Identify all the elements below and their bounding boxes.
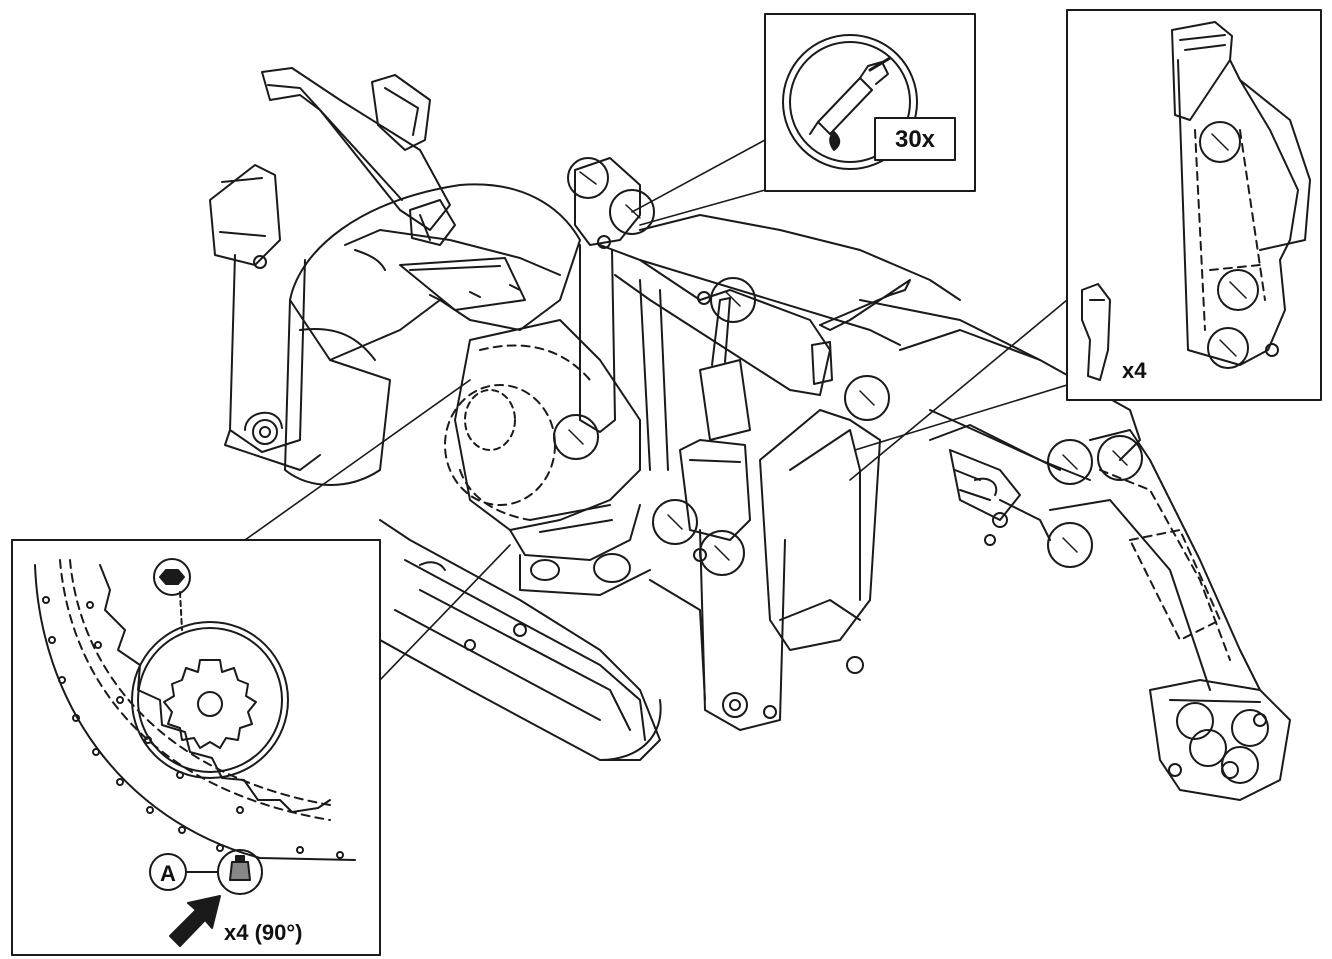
grease-point-circle <box>1048 440 1092 484</box>
grease-count-label: 30x <box>895 126 936 153</box>
hydraulic-cylinder <box>640 280 750 470</box>
grease-point-circle <box>568 158 608 198</box>
callout-leaders <box>245 140 1067 680</box>
marker-a: A <box>150 854 218 890</box>
swing-housing <box>445 320 650 595</box>
grease-point-circle <box>700 531 744 575</box>
direction-arrow-icon <box>170 896 220 946</box>
grease-point-circle <box>1222 747 1258 783</box>
left-outrigger <box>210 165 320 470</box>
grease-point-circle <box>554 415 598 459</box>
boom-detail-callout: x4 <box>1067 10 1321 400</box>
grease-point-circle <box>1190 730 1226 766</box>
grease-point-circle <box>845 376 889 420</box>
link-part-icon <box>1082 284 1110 380</box>
machine-illustration <box>210 68 1290 800</box>
grease-point-circle <box>653 500 697 544</box>
boom-count-label: x4 <box>1122 358 1147 383</box>
boom-callout-box <box>1067 10 1321 400</box>
right-outrigger <box>680 410 880 730</box>
grease-point-circle <box>1232 710 1268 746</box>
marker-a-label: A <box>160 861 176 886</box>
grease-icon-ring <box>783 35 917 169</box>
grease-point-circle <box>1098 436 1142 480</box>
grease-gun-icon <box>810 58 890 150</box>
grease-point-circle <box>610 190 654 234</box>
boom-link-drawing <box>1172 22 1310 368</box>
slew-ring-callout: A x4 (90°) <box>12 540 380 955</box>
grease-point-circle <box>1177 703 1213 739</box>
upper-left-arm <box>262 68 455 245</box>
track-undercarriage <box>380 520 705 760</box>
slew-count-label: x4 (90°) <box>224 920 303 945</box>
telescopic-arm <box>1050 430 1290 800</box>
grease-points <box>554 158 1268 783</box>
grease-icon-ring-inner <box>790 42 910 162</box>
engine-hood <box>285 184 580 485</box>
grease-point-circle <box>1048 523 1092 567</box>
grease-count-box <box>875 118 955 160</box>
grease-callout-box <box>765 14 975 191</box>
slew-callout-box <box>12 540 380 955</box>
grease-callout: 30x <box>765 14 975 191</box>
bolt-icon <box>154 559 190 595</box>
slew-ring-drawing <box>35 560 355 860</box>
grease-point-circle <box>711 278 755 322</box>
lift-arm <box>575 158 1040 432</box>
